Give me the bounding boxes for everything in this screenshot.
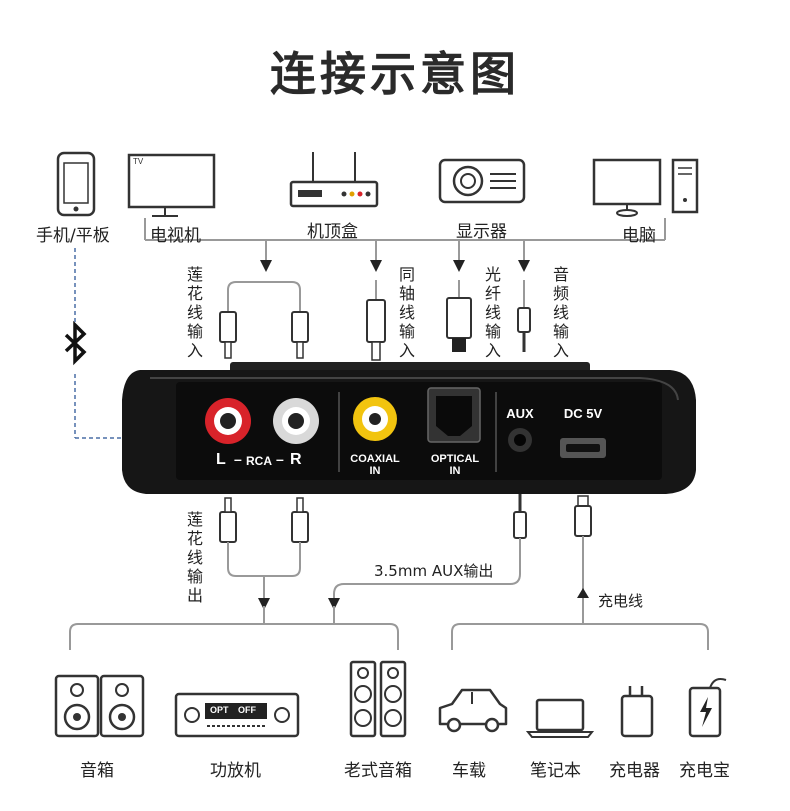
target-label-amplifier: 功放机	[210, 761, 261, 781]
power-bank-icon	[688, 678, 727, 738]
aux-input-cable	[517, 280, 531, 352]
optical-input-label: 光纤线输入	[484, 265, 501, 360]
rca-output-label: 莲花线输出	[186, 510, 203, 605]
rca-center-label: RCA	[246, 454, 272, 468]
laptop-icon	[525, 698, 595, 738]
rca-input-label: 莲花线输入	[186, 265, 203, 360]
rca-left-label: L	[216, 451, 226, 468]
aux-input-label: 音频线输入	[552, 265, 569, 360]
amplifier-icon	[174, 692, 300, 738]
charging-cable-label: 充电线	[598, 592, 644, 610]
target-label-old-speaker: 老式音箱	[344, 761, 412, 781]
rca-input-cable	[219, 281, 309, 359]
source-label-pc: 电脑	[622, 226, 656, 246]
aux-output-label: 3.5mm AUX输出	[374, 562, 494, 580]
charger-icon	[620, 686, 654, 738]
car-icon	[438, 688, 508, 733]
source-label-phone: 手机/平板	[36, 226, 110, 246]
bluetooth-icon	[64, 320, 87, 366]
optical-port	[427, 387, 481, 443]
coax-input-label: 同轴线输入	[398, 265, 415, 360]
phone-icon	[56, 151, 96, 217]
usb-power-port	[560, 438, 606, 458]
set-top-box-icon	[289, 152, 379, 208]
coaxial-input-cable	[366, 280, 386, 361]
source-label-stb: 机顶盒	[307, 222, 358, 242]
amp-display-1: OPT	[210, 705, 229, 715]
target-label-laptop: 笔记本	[530, 761, 581, 781]
input-bus-lines	[144, 218, 666, 272]
tv-screen-label: TV	[133, 157, 144, 166]
optical-port-label: OPTICAL	[430, 453, 480, 465]
aux-jack	[508, 428, 532, 452]
rca-dash-left: –	[234, 451, 242, 467]
page-title: 连接示意图	[270, 47, 520, 101]
coaxial-port-label: COAXIAL	[350, 453, 400, 465]
speaker-pair-icon	[54, 674, 145, 738]
target-label-speaker: 音箱	[80, 761, 114, 781]
charging-cable	[574, 495, 592, 616]
amp-display-2: OFF	[238, 705, 256, 715]
tv-icon	[127, 153, 216, 217]
output-bus-lines	[69, 606, 709, 650]
target-label-powerbank: 充电宝	[679, 761, 730, 781]
target-label-charger: 充电器	[609, 761, 660, 781]
optical-in-label: IN	[449, 465, 461, 477]
tower-speakers-icon	[349, 660, 407, 738]
coaxial-jack	[353, 397, 397, 441]
aux-output-cable	[328, 494, 527, 610]
target-label-car: 车载	[452, 761, 486, 781]
rca-right-jack	[273, 398, 319, 444]
rca-dash-right: –	[276, 451, 284, 467]
pc-icon	[592, 158, 699, 217]
rca-output-cable	[219, 497, 309, 610]
source-label-tv: 电视机	[150, 226, 201, 246]
rca-left-jack	[205, 398, 251, 444]
aux-port-label: AUX	[506, 406, 534, 421]
source-label-projector: 显示器	[456, 222, 507, 242]
optical-input-cable	[446, 280, 472, 352]
bluetooth-link	[60, 248, 124, 439]
rca-right-label: R	[290, 451, 302, 468]
projector-icon	[438, 158, 526, 204]
coaxial-in-label: IN	[369, 465, 381, 477]
dc-port-label: DC 5V	[563, 406, 603, 421]
